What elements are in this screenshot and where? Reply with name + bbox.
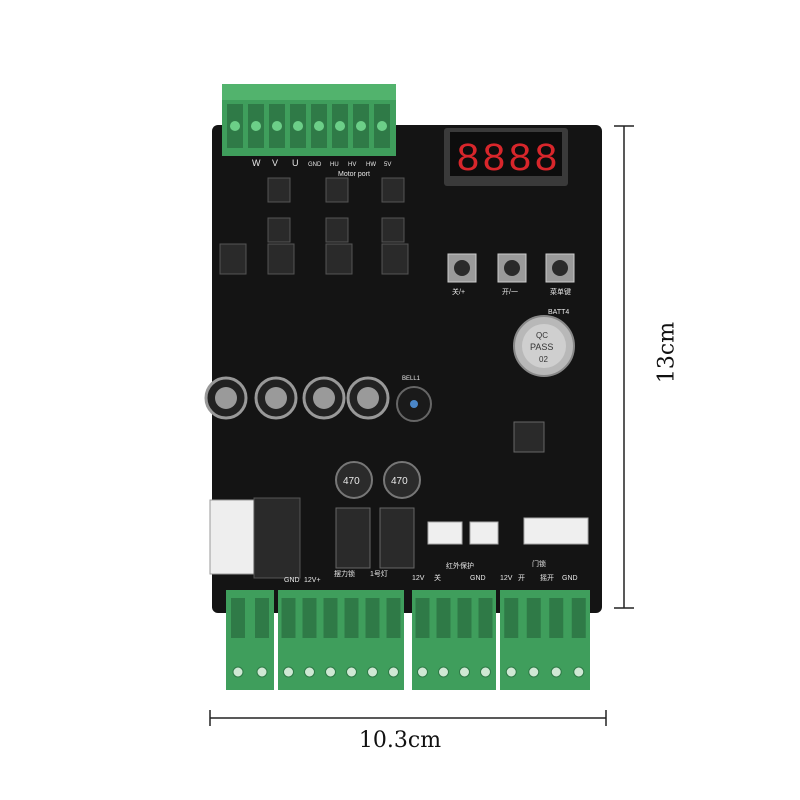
terminal-screw <box>549 598 564 678</box>
battery-stamp-num: 02 <box>539 355 548 364</box>
inductor-mark-2: 470 <box>391 476 408 487</box>
terminal-screw <box>248 104 264 148</box>
buzzer-label: BELL1 <box>402 376 421 382</box>
terminal-screw <box>290 104 306 148</box>
battery-stamp-pass: PASS <box>530 342 553 352</box>
motor-pin-label: HU <box>330 162 339 168</box>
capacitors <box>204 376 390 420</box>
terminal-screw <box>504 598 519 678</box>
seven-segment-display: 8888 <box>444 128 568 186</box>
motor-pin-labels: W V U GND HU HV HW 5V <box>252 158 391 168</box>
bottom-label: 红外保护 <box>446 561 474 570</box>
terminal-screw <box>365 598 380 678</box>
bottom-terminal-blocks <box>226 590 590 690</box>
motor-pin-label: V <box>272 158 278 168</box>
voltage-regulators <box>335 507 415 569</box>
bottom-label: 12V <box>412 575 425 582</box>
terminal-screw <box>281 598 296 678</box>
motor-pin-label: W <box>252 158 261 168</box>
terminal-screw <box>386 598 401 678</box>
bottom-label: 开 <box>518 574 525 582</box>
battery-label: BATT4 <box>548 309 569 316</box>
terminal-screw <box>323 598 338 678</box>
terminal-screw <box>269 104 285 148</box>
motor-pin-label: GND <box>308 162 322 168</box>
terminal-screw <box>255 598 269 678</box>
terminal-screw <box>227 104 243 148</box>
motor-pin-label: U <box>292 158 299 168</box>
height-dimension-label: 13cm <box>654 321 680 384</box>
microcontroller <box>513 421 545 453</box>
motor-pin-label: HW <box>366 162 376 168</box>
terminal-screw <box>344 598 359 678</box>
bottom-label: GND <box>562 575 578 582</box>
push-buttons: 关/+ 开/一 菜单键 <box>447 253 575 296</box>
bottom-label: GND <box>284 577 300 584</box>
push-button: 菜单键 <box>545 253 575 296</box>
push-button: 开/一 <box>497 253 527 296</box>
bottom-label: 1号灯 <box>370 569 388 578</box>
bottom-label: 摇开 <box>540 573 554 582</box>
terminal-screw <box>415 598 430 678</box>
motor-pin-label: HV <box>348 162 356 168</box>
pcb-board <box>212 125 602 613</box>
motor-port-label: Motor port <box>338 171 370 178</box>
terminal-screw <box>311 104 327 148</box>
button-label: 开/一 <box>502 288 518 296</box>
bottom-label: 12V+ <box>304 577 321 584</box>
width-dimension-label: 10.3cm <box>358 728 442 753</box>
buzzer <box>396 386 432 422</box>
width-dimension-line <box>209 710 607 726</box>
coin-battery: QC PASS 02 <box>513 315 575 377</box>
terminal-screw <box>374 104 390 148</box>
inductor-mark-1: 470 <box>343 476 360 487</box>
battery-stamp-qc: QC <box>536 331 548 340</box>
bottom-label: 门锁 <box>532 559 546 568</box>
terminal-screw <box>436 598 451 678</box>
white-connectors <box>427 517 589 545</box>
terminal-screw <box>332 104 348 148</box>
terminal-screw <box>231 598 245 678</box>
terminal-screw <box>526 598 541 678</box>
relay <box>209 497 301 579</box>
inductors <box>335 461 421 499</box>
bottom-label: 12V <box>500 575 513 582</box>
terminal-screw <box>571 598 586 678</box>
terminal-screw <box>457 598 472 678</box>
display-digits: 8888 <box>456 138 560 183</box>
motor-terminal-block <box>222 84 396 156</box>
terminal-screw <box>302 598 317 678</box>
bottom-label: 摆力锁 <box>334 569 355 578</box>
bottom-label: GND <box>470 575 486 582</box>
terminal-screw <box>478 598 493 678</box>
mosfet-array <box>219 177 409 275</box>
button-label: 关/+ <box>452 287 465 296</box>
terminal-screw <box>353 104 369 148</box>
push-button: 关/+ <box>447 253 477 296</box>
motor-pin-label: 5V <box>384 162 391 168</box>
button-label: 菜单键 <box>550 287 571 296</box>
bottom-label: 关 <box>434 573 441 582</box>
height-dimension-line <box>614 125 634 609</box>
